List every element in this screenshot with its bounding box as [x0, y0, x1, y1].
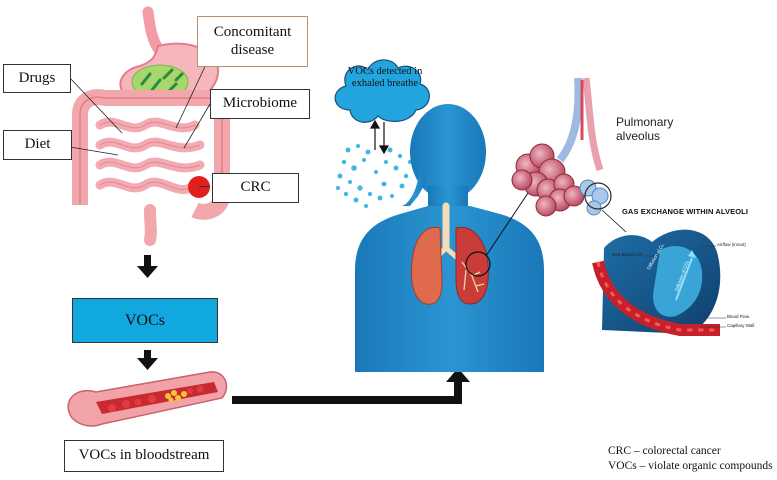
drugs-label: Drugs	[3, 64, 71, 93]
vocs-in-bloodstream-label: VOCs in bloodstream	[64, 440, 224, 472]
lung-zoom-line	[485, 189, 531, 257]
air-label: Air	[364, 172, 378, 184]
inset-capillary-wall-label: Capillary Wall	[727, 323, 755, 328]
small-intestine	[95, 117, 205, 194]
legend-vocs: VOCs – violate organic compounds	[608, 459, 773, 472]
gas-exchange-inset	[592, 229, 721, 336]
breath-cloud	[334, 59, 430, 123]
crc-label: CRC	[212, 173, 299, 203]
legend-crc: CRC – colorectal cancer	[608, 445, 721, 457]
left-lung	[411, 226, 443, 305]
inset-red-blood-cell-label: Red Blood Cell	[612, 252, 643, 257]
abbreviation-legend: CRC – colorectal cancer VOCs – violate o…	[608, 444, 773, 474]
gas-exchange-title: GAS EXCHANGE WITHIN ALVEOLI	[622, 207, 749, 216]
concomitant-disease-label: Concomitant disease	[197, 16, 308, 67]
blood-vessel	[67, 371, 228, 427]
alveoli-cluster	[511, 77, 612, 217]
breath-cloud-text: VOCs detected in exhaled breathe	[347, 66, 423, 89]
rectum	[144, 204, 157, 246]
label-pointers	[69, 55, 211, 188]
air-arrows	[369, 119, 390, 155]
inset-pointer-lines	[643, 245, 726, 328]
vocs-box: VOCs	[72, 298, 218, 343]
microbiome-label: Microbiome	[210, 89, 310, 119]
alveolus-zoom-line	[601, 209, 627, 233]
pulmonary-alveolus-label: Pulmonary alveolus	[616, 115, 674, 143]
inset-airflow-label: Airflow (in/out)	[717, 242, 746, 247]
human-silhouette	[355, 104, 544, 372]
inset-blood-flow-label: Blood Flow	[727, 314, 750, 319]
air-dots	[336, 144, 415, 208]
flow-arrows	[137, 255, 470, 404]
lungs	[411, 202, 491, 305]
diet-label: Diet	[3, 130, 72, 160]
